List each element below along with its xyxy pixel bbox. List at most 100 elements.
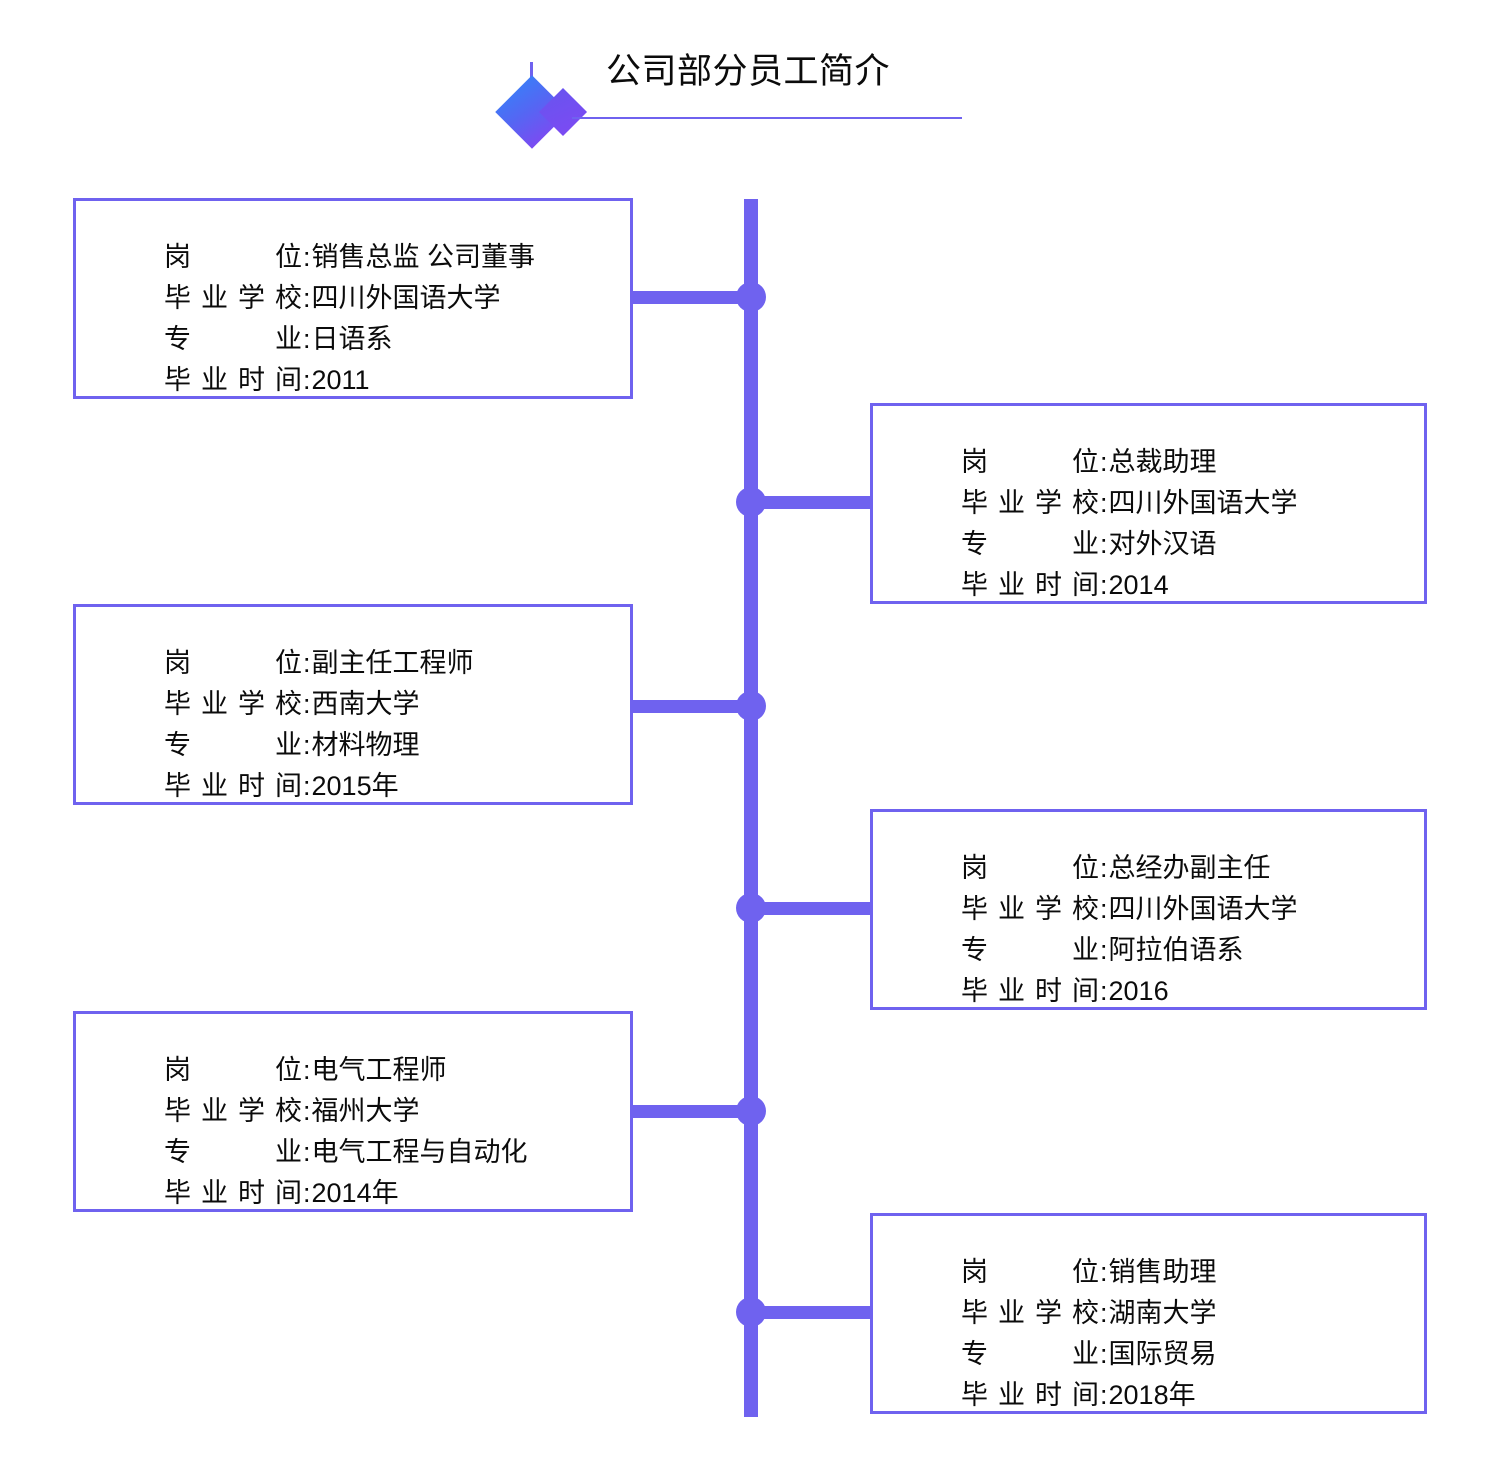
field-value-graduation: 2018年 [1108,1380,1196,1410]
field-label-graduation: 毕 业 时 间 [164,365,302,395]
employee-card[interactable]: 岗 位 :销售总监 公司董事 毕 业 学 校 :四川外国语大学 专 业 :日语系 [73,198,633,399]
field-label-major: 专 业 [961,529,1099,559]
field-separator: : [1100,529,1108,559]
field-value-major: 对外汉语 [1108,529,1217,559]
field-separator: : [1100,488,1108,518]
employee-card[interactable]: 岗 位 :总经办副主任 毕 业 学 校 :四川外国语大学 专 业 :阿拉伯语系 [870,809,1427,1010]
field-label-major: 专 业 [961,1339,1099,1369]
field-value-position: 总裁助理 [1108,447,1217,477]
field-label-school: 毕 业 学 校 [164,689,302,719]
field-value-major: 阿拉伯语系 [1108,935,1244,965]
field-row-position: 岗 位 :总裁助理 [961,442,1298,483]
field-value-major: 国际贸易 [1108,1339,1217,1369]
field-value-position: 销售助理 [1108,1257,1217,1287]
field-row-school: 毕 业 学 校 :湖南大学 [961,1293,1217,1334]
field-label-position: 岗 位 [164,1055,302,1085]
title-decoration [495,62,590,149]
field-value-major: 电气工程与自动化 [311,1137,528,1167]
field-label-position: 岗 位 [164,648,302,678]
connector-line [632,291,750,304]
employee-card[interactable]: 岗 位 :销售助理 毕 业 学 校 :湖南大学 专 业 :国际贸易 [870,1213,1427,1414]
field-label-position: 岗 位 [961,447,1099,477]
field-value-position: 副主任工程师 [311,648,474,678]
field-row-major: 专 业 :日语系 [164,319,535,360]
field-row-major: 专 业 :对外汉语 [961,524,1298,565]
field-separator: : [1100,1257,1108,1287]
field-value-school: 四川外国语大学 [311,283,501,313]
field-separator: : [303,365,311,395]
field-row-graduation: 毕 业 时 间 :2014年 [164,1173,528,1214]
employee-card-body: 岗 位 :电气工程师 毕 业 学 校 :福州大学 专 业 :电气工程与自动化 [164,1050,528,1214]
field-value-position: 电气工程师 [311,1055,447,1085]
title-underline-rule [572,117,962,119]
employee-card-body: 岗 位 :副主任工程师 毕 业 学 校 :西南大学 专 业 :材料物理 [164,643,474,807]
field-value-school: 四川外国语大学 [1108,488,1298,518]
connector-line [750,902,872,915]
field-separator: : [303,1055,311,1085]
field-separator: : [1100,976,1108,1006]
timeline-spine [744,199,758,1417]
field-value-graduation: 2011 [311,365,370,395]
field-value-school: 福州大学 [311,1096,420,1126]
field-value-major: 日语系 [311,324,393,354]
field-separator: : [1100,894,1108,924]
field-value-graduation: 2016 [1108,976,1169,1006]
field-row-school: 毕 业 学 校 :四川外国语大学 [961,889,1298,930]
field-row-major: 专 业 :电气工程与自动化 [164,1132,528,1173]
connector-line [750,1306,872,1319]
employee-card[interactable]: 岗 位 :副主任工程师 毕 业 学 校 :西南大学 专 业 :材料物理 [73,604,633,805]
connector-line [750,496,872,509]
field-value-graduation: 2014年 [311,1178,399,1208]
field-value-graduation: 2014 [1108,570,1169,600]
page-title: 公司部分员工简介 [606,52,891,91]
field-label-position: 岗 位 [961,1257,1099,1287]
connector-line [632,700,750,713]
employee-card-body: 岗 位 :销售助理 毕 业 学 校 :湖南大学 专 业 :国际贸易 [961,1252,1217,1416]
field-separator: : [1100,853,1108,883]
employee-card-body: 岗 位 :销售总监 公司董事 毕 业 学 校 :四川外国语大学 专 业 :日语系 [164,237,535,401]
field-separator: : [1100,1380,1108,1410]
field-label-graduation: 毕 业 时 间 [961,1380,1099,1410]
field-row-school: 毕 业 学 校 :四川外国语大学 [164,278,535,319]
field-value-graduation: 2015年 [311,771,399,801]
field-separator: : [1100,570,1108,600]
field-value-major: 材料物理 [311,730,420,760]
employee-card[interactable]: 岗 位 :总裁助理 毕 业 学 校 :四川外国语大学 专 业 :对外汉语 [870,403,1427,604]
field-label-school: 毕 业 学 校 [164,1096,302,1126]
field-separator: : [1100,935,1108,965]
employee-card-body: 岗 位 :总裁助理 毕 业 学 校 :四川外国语大学 专 业 :对外汉语 [961,442,1298,606]
field-label-school: 毕 业 学 校 [961,894,1099,924]
field-label-graduation: 毕 业 时 间 [164,771,302,801]
field-label-position: 岗 位 [164,242,302,272]
field-row-school: 毕 业 学 校 :福州大学 [164,1091,528,1132]
field-label-major: 专 业 [164,324,302,354]
field-row-school: 毕 业 学 校 :西南大学 [164,684,474,725]
employee-card[interactable]: 岗 位 :电气工程师 毕 业 学 校 :福州大学 专 业 :电气工程与自动化 [73,1011,633,1212]
field-row-position: 岗 位 :总经办副主任 [961,848,1298,889]
field-value-school: 湖南大学 [1108,1298,1217,1328]
field-value-position: 销售总监 公司董事 [311,242,536,272]
field-separator: : [303,730,311,760]
field-label-school: 毕 业 学 校 [164,283,302,313]
field-row-graduation: 毕 业 时 间 :2011 [164,360,535,401]
field-label-position: 岗 位 [961,853,1099,883]
field-row-position: 岗 位 :销售助理 [961,1252,1217,1293]
field-label-major: 专 业 [164,1137,302,1167]
field-row-major: 专 业 :阿拉伯语系 [961,930,1298,971]
field-separator: : [1100,447,1108,477]
field-label-major: 专 业 [961,935,1099,965]
field-separator: : [1100,1339,1108,1369]
field-row-graduation: 毕 业 时 间 :2015年 [164,766,474,807]
field-row-position: 岗 位 :电气工程师 [164,1050,528,1091]
field-value-school: 西南大学 [311,689,420,719]
field-label-school: 毕 业 学 校 [961,1298,1099,1328]
field-row-position: 岗 位 :销售总监 公司董事 [164,237,535,278]
employee-card-body: 岗 位 :总经办副主任 毕 业 学 校 :四川外国语大学 专 业 :阿拉伯语系 [961,848,1298,1012]
field-separator: : [303,242,311,272]
field-label-graduation: 毕 业 时 间 [961,570,1099,600]
field-row-graduation: 毕 业 时 间 :2018年 [961,1375,1217,1416]
field-label-major: 专 业 [164,730,302,760]
field-separator: : [303,771,311,801]
field-row-major: 专 业 :材料物理 [164,725,474,766]
